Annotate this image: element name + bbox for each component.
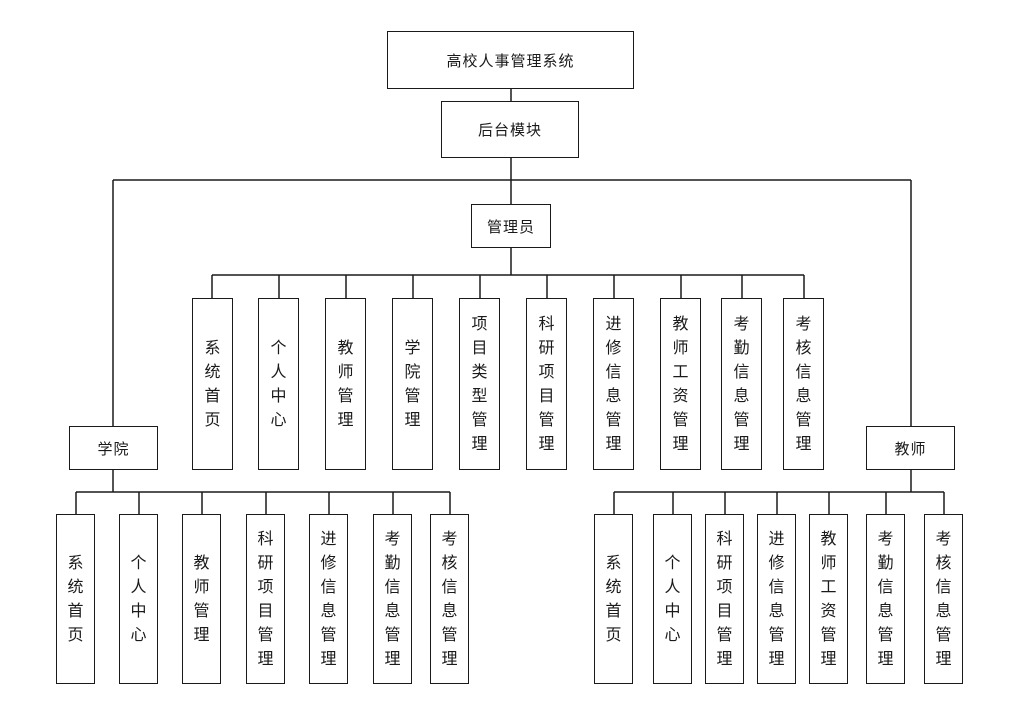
admin-item: 项目类型管理 (459, 298, 500, 470)
admin-item: 考勤信息管理 (721, 298, 762, 470)
teacher-item: 系统首页 (594, 514, 633, 684)
admin-item: 学院管理 (392, 298, 433, 470)
teacher-item: 教师工资管理 (809, 514, 848, 684)
admin-item: 科研项目管理 (526, 298, 567, 470)
admin-item: 考核信息管理 (783, 298, 824, 470)
teacher-label: 教师 (894, 439, 927, 458)
admin-label: 管理员 (486, 217, 535, 236)
college-item: 科研项目管理 (246, 514, 285, 684)
admin-item: 教师工资管理 (660, 298, 701, 470)
admin-item: 系统首页 (192, 298, 233, 470)
root-node: 高校人事管理系统 (387, 31, 634, 89)
college-label: 学院 (97, 439, 130, 458)
teacher-item: 科研项目管理 (705, 514, 744, 684)
college-item: 教师管理 (182, 514, 221, 684)
module-node: 后台模块 (441, 101, 579, 158)
college-item: 个人中心 (119, 514, 158, 684)
college-node: 学院 (69, 426, 158, 470)
admin-item: 进修信息管理 (593, 298, 634, 470)
module-label: 后台模块 (477, 121, 542, 139)
admin-node: 管理员 (471, 204, 551, 248)
college-item: 进修信息管理 (309, 514, 348, 684)
teacher-item: 个人中心 (653, 514, 692, 684)
teacher-item: 考勤信息管理 (866, 514, 905, 684)
admin-item: 教师管理 (325, 298, 366, 470)
root-label: 高校人事管理系统 (446, 51, 575, 70)
college-item: 考核信息管理 (430, 514, 469, 684)
college-item: 系统首页 (56, 514, 95, 684)
teacher-item: 考核信息管理 (924, 514, 963, 684)
teacher-node: 教师 (866, 426, 955, 470)
teacher-item: 进修信息管理 (757, 514, 796, 684)
college-item: 考勤信息管理 (373, 514, 412, 684)
admin-item: 个人中心 (258, 298, 299, 470)
